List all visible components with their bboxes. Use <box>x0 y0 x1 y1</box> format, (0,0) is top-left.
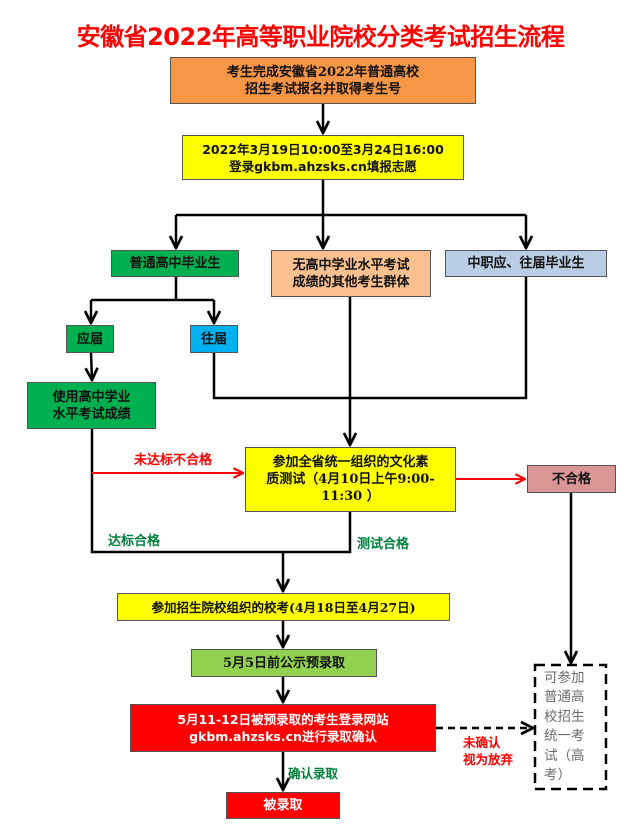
node-quality-test-line-3: 11:30 ） <box>321 489 380 504</box>
node-current-year: 应届 <box>66 325 114 353</box>
node-previous-year: 往届 <box>190 325 238 353</box>
node-campus-exam: 参加招生院校组织的校考(4月18日至4月27日) <box>117 593 450 621</box>
label-unconfirmed-1: 未确认 <box>463 735 501 750</box>
node-confirm-line-1: 5月11-12日被预录取的考生登录网站 <box>177 712 389 727</box>
node-use-scores-line-2: 水平考试成绩 <box>52 406 131 422</box>
node-gaokao-line-6: 考） <box>544 767 571 783</box>
node-vocational-grads: 中职应、往届毕业生 <box>445 250 607 277</box>
node-vocational-grads-label: 中职应、往届毕业生 <box>467 256 585 271</box>
label-qualified: 达标合格 <box>108 534 161 549</box>
node-use-scores-line-1: 使用高中学业 <box>52 389 131 405</box>
node-register-line-2: 招生考试报名并取得考生号 <box>244 81 401 97</box>
node-previous-year-label: 往届 <box>200 331 227 347</box>
node-campus-exam-label: 参加招生院校组织的校考(4月18日至4月27日) <box>151 599 416 615</box>
node-confirm: 5月11-12日被预录取的考生登录网站 gkbm.ahzsks.cn进行录取确认 <box>130 704 436 752</box>
node-register-line-1: 考生完成安徽省2022年普通高校 <box>226 64 420 80</box>
arrow-current-to-scores <box>91 352 92 380</box>
node-current-year-label: 应届 <box>76 331 103 347</box>
node-publicize-label: 5月5日前公示预录取 <box>222 655 346 671</box>
node-quality-test-line-2: 质测试（4月10日上午9:00- <box>266 472 435 487</box>
gaokao-box-border <box>533 663 608 791</box>
label-test-passed: 测试合格 <box>357 537 410 552</box>
node-apply: 2022年3月19日10:00至3月24日16:00 登录gkbm.ahzsks… <box>182 135 464 180</box>
node-register: 考生完成安徽省2022年普通高校 招生考试报名并取得考生号 <box>170 57 476 104</box>
node-no-score-group: 无高中学业水平考试 成绩的其他考生群体 <box>271 250 431 297</box>
node-quality-test-line-1: 参加全省统一组织的文化素 <box>272 455 429 470</box>
label-unconfirmed-2: 视为放弃 <box>463 752 514 767</box>
node-use-scores: 使用高中学业 水平考试成绩 <box>27 382 156 429</box>
node-gaokao-line-2: 普通高 <box>544 689 585 705</box>
flowchart-title: 安徽省2022年高等职业院校分类考试招生流程 <box>76 23 565 51</box>
label-confirmed: 确认录取 <box>288 766 339 781</box>
node-publicize: 5月5日前公示预录取 <box>191 649 377 677</box>
node-gaokao-line-4: 统一考 <box>544 728 585 744</box>
node-quality-test: 参加全省统一组织的文化素 质测试（4月10日上午9:00- 11:30 ） <box>245 447 456 512</box>
node-fail: 不合格 <box>527 465 616 493</box>
node-gaokao-line-3: 校招生 <box>544 708 585 725</box>
line-previous-join <box>212 277 528 400</box>
line-qualified-path <box>90 429 352 554</box>
node-no-score-group-line-2: 成绩的其他考生群体 <box>292 274 410 290</box>
node-admitted-label: 被录取 <box>263 798 303 813</box>
node-confirm-line-2: gkbm.ahzsks.cn进行录取确认 <box>189 729 377 744</box>
node-gaokao-line-1: 可参加 <box>544 669 585 686</box>
node-gaokao-line-5: 试（高 <box>544 747 585 764</box>
node-fail-label: 不合格 <box>551 471 591 487</box>
node-gaokao: 可参加 普通高 校招生 统一考 试（高 考） <box>537 667 604 787</box>
node-no-score-group-line-1: 无高中学业水平考试 <box>292 257 410 273</box>
node-apply-line-1: 2022年3月19日10:00至3月24日16:00 <box>202 141 444 157</box>
node-high-school-grads-label: 普通高中毕业生 <box>129 256 221 271</box>
node-admitted: 被录取 <box>226 792 340 819</box>
node-high-school-grads: 普通高中毕业生 <box>111 250 239 277</box>
node-apply-line-2: 登录gkbm.ahzsks.cn填报志愿 <box>229 158 417 174</box>
label-not-qualified: 未达标不合格 <box>134 453 213 468</box>
